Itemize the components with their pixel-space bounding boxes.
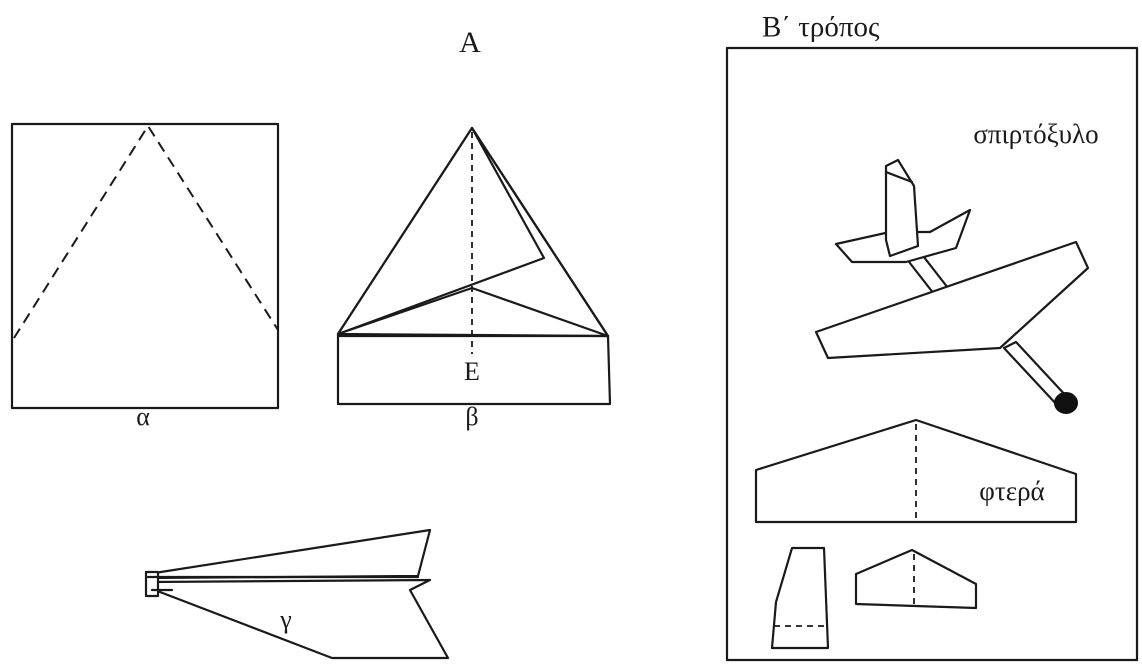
step-beta-figure [336, 126, 612, 406]
point-e-label: Ε [464, 357, 480, 386]
tail-stabilizer-part-figure [854, 548, 978, 610]
wings-label: φτερά [979, 476, 1044, 506]
matchstick-label: σπιρτόξυλο [973, 119, 1098, 149]
method-a-title: A [459, 26, 481, 59]
method-b-frame [725, 46, 1139, 662]
tail-fin-part-figure [770, 546, 830, 650]
step-gamma-label: γ [279, 605, 292, 634]
step-alpha-figure [10, 122, 280, 410]
assembled-plane-figure [814, 158, 1090, 414]
step-gamma-figure [144, 528, 450, 660]
step-alpha-label: α [136, 402, 150, 431]
step-beta-label: β [465, 402, 478, 431]
wings-part-figure [754, 418, 1078, 524]
method-b-title: Β΄ τρόπος [762, 11, 880, 43]
